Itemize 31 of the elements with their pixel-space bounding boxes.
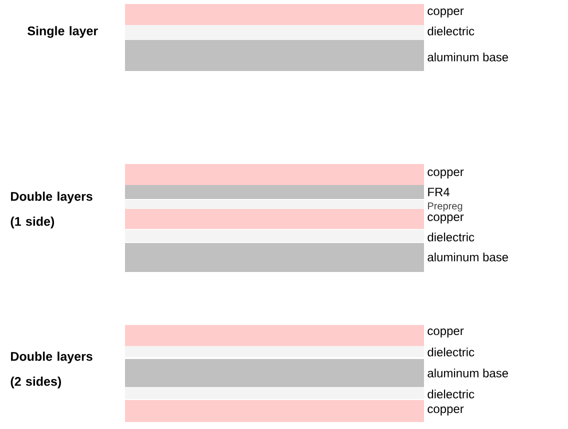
layer-label: dielectric bbox=[428, 390, 474, 398]
stack-title: Double layers (1 side) bbox=[10, 192, 92, 228]
layer-label: copper bbox=[428, 8, 464, 18]
layer-bar bbox=[125, 4, 424, 25]
layer-bar bbox=[125, 40, 424, 71]
layer-label: FR4 bbox=[428, 188, 450, 196]
layer-label: aluminum base bbox=[428, 368, 508, 378]
layer-label: aluminum base bbox=[428, 52, 508, 62]
layer-label: copper bbox=[428, 170, 464, 178]
layer-bar bbox=[125, 230, 424, 242]
layer-bar bbox=[125, 325, 424, 346]
layer-label: Prepreg bbox=[428, 202, 462, 212]
layer-bar bbox=[125, 346, 424, 357]
layer-label: copper bbox=[428, 214, 464, 224]
stack-title: Double layers (2 sides) bbox=[10, 352, 92, 388]
layer-bar bbox=[125, 25, 424, 40]
layer-label: copper bbox=[428, 406, 464, 416]
layer-bar bbox=[125, 209, 424, 229]
layer-label: dielectric bbox=[428, 26, 474, 36]
layer-bar bbox=[125, 400, 424, 422]
layer-bar bbox=[125, 359, 424, 387]
layer-bar bbox=[125, 164, 424, 185]
layer-label: dielectric bbox=[428, 348, 474, 356]
layer-bar bbox=[125, 243, 424, 272]
layer-bar bbox=[125, 185, 424, 199]
layer-label: aluminum base bbox=[428, 252, 508, 262]
layer-bar bbox=[125, 387, 424, 399]
stack-title: Single layer bbox=[28, 26, 98, 38]
layer-label: copper bbox=[428, 328, 464, 338]
layer-label: dielectric bbox=[428, 232, 474, 242]
layer-bar bbox=[125, 200, 424, 209]
